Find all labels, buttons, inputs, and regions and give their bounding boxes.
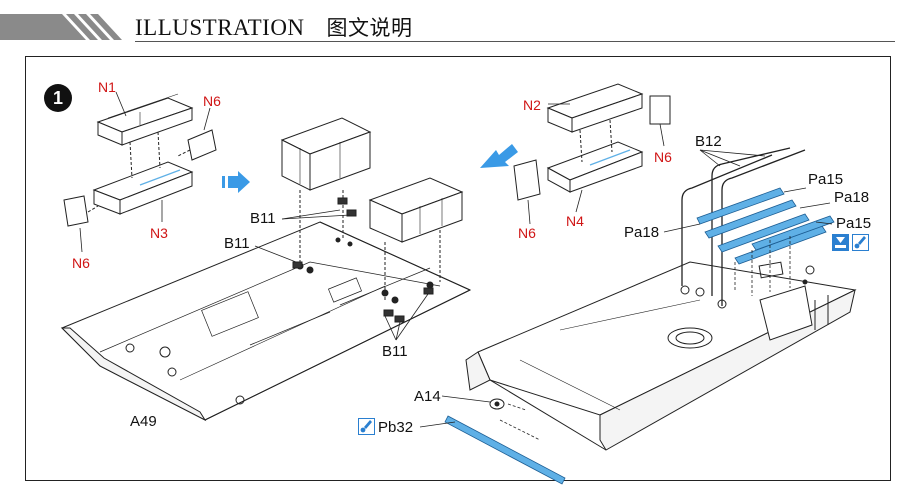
handles-b12 xyxy=(681,147,806,306)
box-parts-n1-n3 xyxy=(63,93,217,227)
rail-pb32 xyxy=(444,398,566,485)
title-english: ILLUSTRATION xyxy=(135,15,305,40)
arrow-right-icon xyxy=(222,171,250,193)
box-parts-n2-n4 xyxy=(513,83,671,201)
leader-lines xyxy=(79,91,833,428)
label-n6-left: N6 xyxy=(72,255,90,271)
label-b12: B12 xyxy=(695,133,722,150)
hull-deck xyxy=(465,261,857,451)
label-a14: A14 xyxy=(414,388,441,405)
label-b11-left: B11 xyxy=(224,235,250,252)
stowage-boxes xyxy=(280,117,464,323)
label-n2: N2 xyxy=(523,97,541,113)
etch-strips xyxy=(696,187,835,265)
paint-brush-icon xyxy=(852,234,869,251)
paint-brush-icon xyxy=(358,418,375,435)
header: ILLUSTRATION 图文说明 xyxy=(0,0,900,48)
label-n6-right: N6 xyxy=(654,149,672,165)
step-number: 1 xyxy=(44,84,72,112)
header-stripes xyxy=(0,14,122,40)
label-n4: N4 xyxy=(566,213,584,229)
label-pa18-left: Pa18 xyxy=(624,224,660,241)
title-chinese: 图文说明 xyxy=(326,16,413,40)
arrow-left-icon xyxy=(480,144,518,168)
label-pa15-top: Pa15 xyxy=(808,171,844,188)
label-n3: N3 xyxy=(150,225,168,241)
label-n1: N1 xyxy=(98,79,116,95)
label-pb32: Pb32 xyxy=(378,419,414,436)
label-b11-upper: B11 xyxy=(250,210,276,227)
label-pa15-right: Pa15 xyxy=(836,215,872,232)
label-a49: A49 xyxy=(130,413,157,430)
page-title: ILLUSTRATION 图文说明 xyxy=(135,12,413,42)
label-n6-lower: N6 xyxy=(518,225,536,241)
glue-icon xyxy=(832,234,849,251)
hull-plate-a49 xyxy=(60,221,472,422)
label-n6-top: N6 xyxy=(203,93,221,109)
header-rule xyxy=(135,41,895,42)
label-b11-lower: B11 xyxy=(382,343,408,360)
instruction-panel xyxy=(25,56,891,481)
label-pa18-right: Pa18 xyxy=(834,189,870,206)
